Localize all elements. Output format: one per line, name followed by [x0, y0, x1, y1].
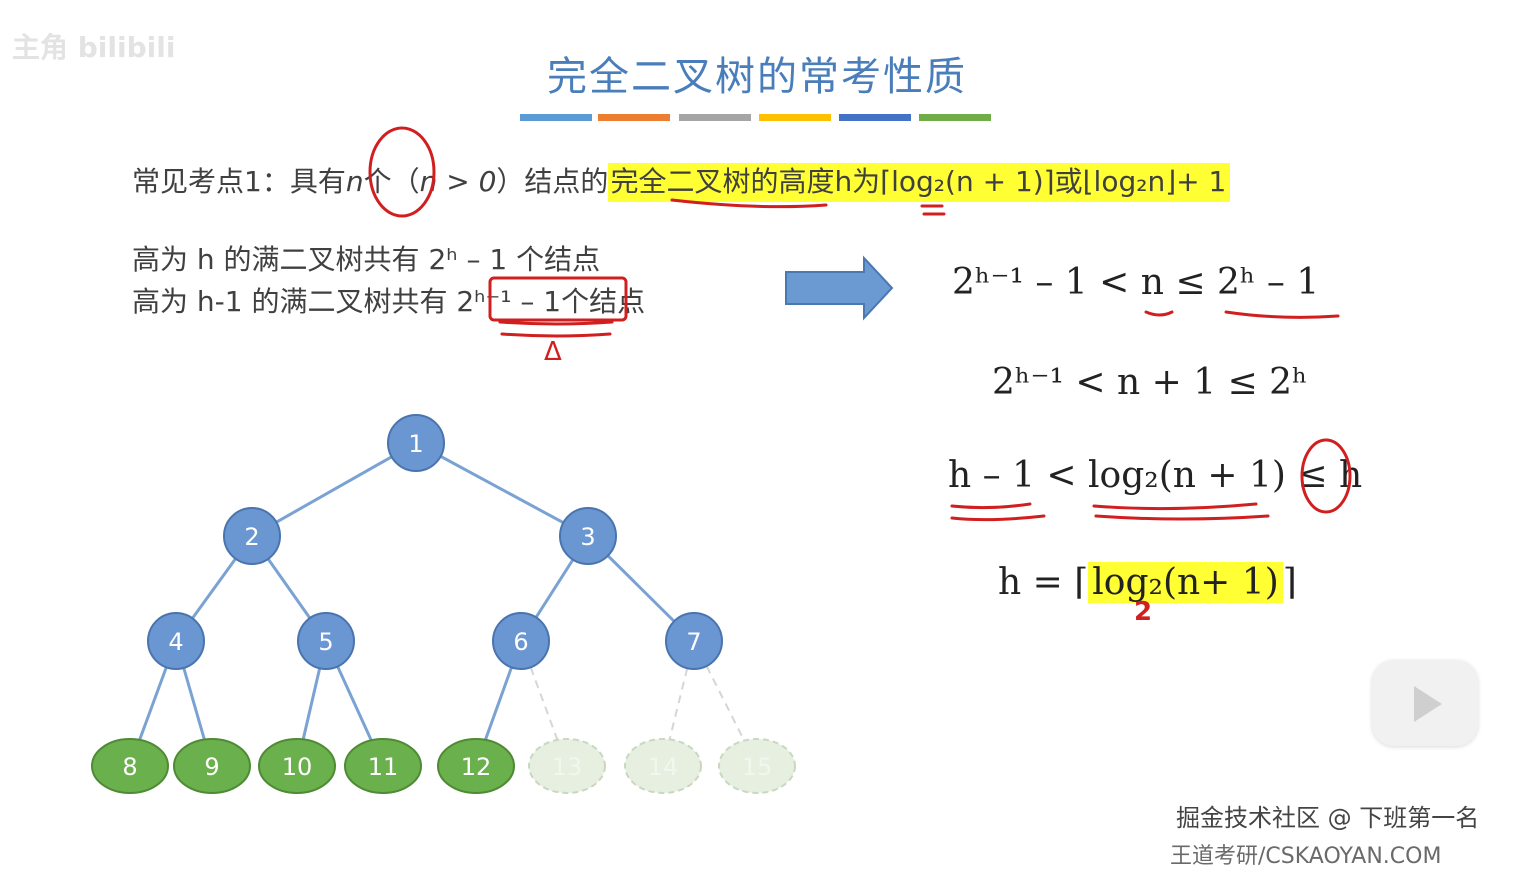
- tree-node-shape: [223, 507, 281, 565]
- tree-node-12: 12: [437, 738, 515, 794]
- annotation-box-2h1: [488, 276, 628, 322]
- annotation-underline-2h1: [498, 320, 614, 338]
- tree-node-shape: [665, 612, 723, 670]
- tree-node-7: 7: [665, 612, 723, 670]
- tree-node-1: 1: [387, 414, 445, 472]
- color-bar-6: [919, 114, 991, 121]
- annotation-underline-n: [1144, 310, 1174, 317]
- tree-node-11: 11: [344, 738, 422, 794]
- tree-node-label: 15: [742, 753, 773, 781]
- derivation-step-2: 2ʰ⁻¹ < n + 1 ≤ 2ʰ: [992, 362, 1308, 403]
- derivation-step-1: 2ʰ⁻¹ – 1 < n ≤ 2ʰ – 1: [952, 262, 1320, 303]
- tree-node-label: 11: [368, 753, 399, 781]
- step4-lhs: h = ⌈: [998, 562, 1089, 603]
- tree-node-shape: [344, 738, 422, 794]
- color-bar-2: [598, 114, 670, 121]
- tree-node-label: 12: [461, 753, 492, 781]
- tree-node-shape: [492, 612, 550, 670]
- annotation-underline-height: [670, 198, 828, 209]
- tree-node-shape: [258, 738, 336, 794]
- tree-node-label: 4: [168, 628, 183, 656]
- fact-full-tree-h-minus-1: 高为 h-1 的满二叉树共有 2ʰ⁻¹ – 1个结点: [132, 285, 646, 318]
- tree-node-label: 2: [244, 523, 259, 551]
- annotation-underline-2h-1: [1224, 310, 1340, 319]
- tree-node-2: 2: [223, 507, 281, 565]
- point1-mid2: ）结点的: [496, 165, 609, 198]
- tree-node-shape: [91, 738, 169, 794]
- tree-node-label: 3: [580, 523, 595, 551]
- color-bar-1: [520, 114, 592, 121]
- tree-node-shape: [718, 738, 796, 794]
- derivation-step-3: h – 1 < log₂(n + 1) ≤ h: [948, 455, 1363, 496]
- handwritten-annotations: [368, 126, 1352, 522]
- tree-node-label: 8: [122, 753, 137, 781]
- tree-node-5: 5: [297, 612, 355, 670]
- annotation-circle-h: [1300, 438, 1352, 514]
- tree-node-15: 15: [718, 738, 796, 794]
- tree-node-14: 14: [624, 738, 702, 794]
- video-play-badge[interactable]: [1372, 660, 1478, 746]
- slide-title: 完全二叉树的常考性质: [547, 54, 967, 100]
- tree-node-10: 10: [258, 738, 336, 794]
- play-icon: [1414, 686, 1442, 722]
- tree-node-label: 7: [686, 628, 701, 656]
- derivation-step-4: h = ⌈log₂(n+ 1)⌉: [998, 562, 1297, 603]
- tree-node-shape: [147, 612, 205, 670]
- tree-node-13: 13: [528, 738, 606, 794]
- tree-node-8: 8: [91, 738, 169, 794]
- point1-highlight: 完全二叉树的高度h为⌈log₂(n + 1)⌉或⌊log₂n⌋+ 1: [608, 163, 1231, 202]
- tree-node-label: 6: [513, 628, 528, 656]
- fact-full-tree-h: 高为 h 的满二叉树共有 2ʰ – 1 个结点: [132, 243, 601, 276]
- annotation-delta: Δ: [544, 337, 562, 367]
- annotation-two: 2: [1134, 597, 1152, 627]
- tree-node-shape: [297, 612, 355, 670]
- tree-node-label: 14: [648, 753, 679, 781]
- right-arrow-icon: [785, 255, 894, 321]
- step4-highlight: log₂(n+ 1): [1088, 562, 1283, 603]
- bilibili-watermark: 主角 bilibili: [12, 31, 176, 64]
- tree-node-label: 1: [408, 430, 423, 458]
- tree-node-shape: [528, 738, 606, 794]
- tree-node-4: 4: [147, 612, 205, 670]
- tree-node-shape: [559, 507, 617, 565]
- point1-prefix: 常见考点1：具有: [132, 165, 346, 198]
- key-point-1: 常见考点1：具有n个（n > 0）结点的完全二叉树的高度h为⌈log₂(n + …: [132, 160, 1231, 202]
- color-bar-3: [679, 114, 751, 121]
- annotation-circle-n: [368, 126, 436, 218]
- tree-node-label: 5: [318, 628, 333, 656]
- color-bar-4: [759, 114, 831, 121]
- wangdao-watermark: 王道考研/CSKAOYAN.COM: [1170, 844, 1442, 869]
- tree-node-label: 9: [204, 753, 219, 781]
- tree-node-shape: [173, 738, 251, 794]
- tree-edge: [415, 441, 589, 538]
- juejin-watermark: 掘金技术社区 @ 下班第一名: [1176, 804, 1480, 832]
- tree-edge: [251, 441, 417, 538]
- tree-node-label: 10: [282, 753, 313, 781]
- tree-node-3: 3: [559, 507, 617, 565]
- tree-node-6: 6: [492, 612, 550, 670]
- point1-n: n: [345, 165, 364, 198]
- annotation-underline-log: [1092, 502, 1270, 521]
- color-bar-5: [839, 114, 911, 121]
- tree-node-9: 9: [173, 738, 251, 794]
- tree-node-shape: [437, 738, 515, 794]
- tree-node-label: 13: [552, 753, 583, 781]
- step4-rhs: ⌉: [1282, 562, 1297, 603]
- tree-node-shape: [624, 738, 702, 794]
- annotation-underline-h-1: [950, 502, 1046, 522]
- tree-edges: [128, 441, 758, 767]
- tree-node-shape: [387, 414, 445, 472]
- annotation-underline-h: [920, 204, 946, 216]
